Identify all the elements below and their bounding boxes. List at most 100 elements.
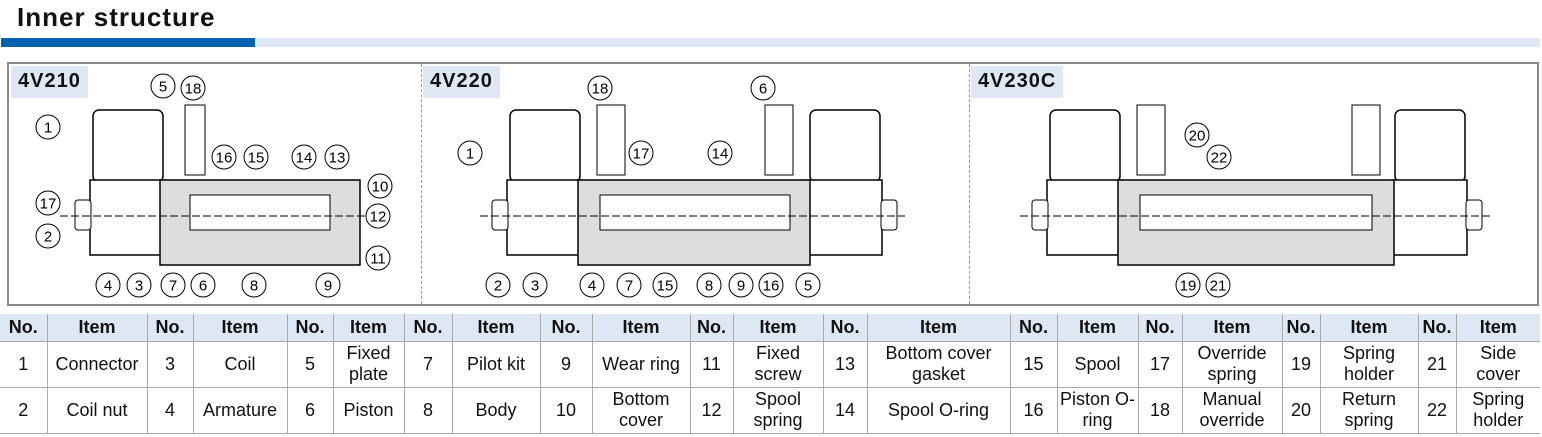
part-number: 10 (539, 387, 592, 434)
callout-number: 7 (616, 272, 642, 298)
model-label-4v220: 4V220 (423, 66, 500, 98)
callout-label: 9 (324, 278, 332, 295)
callout-label: 1 (466, 146, 474, 163)
callout-circle (315, 272, 341, 298)
part-name: Spool spring (732, 387, 823, 434)
valve-drawing-4v220 (480, 104, 905, 266)
callout-number: 15 (652, 272, 678, 298)
callout-label: 1 (44, 120, 52, 137)
callout-circle (616, 272, 642, 298)
callout-circle (367, 173, 393, 199)
part-number: 1 (0, 341, 47, 388)
callout-number: 4 (95, 272, 121, 298)
callout-circle (587, 75, 613, 101)
divider (421, 64, 422, 304)
callout-label: 11 (370, 251, 386, 268)
callout-label: 18 (185, 81, 202, 98)
part-number: 18 (1137, 387, 1182, 434)
part-name: Bottom cover gasket (866, 341, 1010, 388)
callout-label: 17 (40, 196, 57, 213)
part-number: 3 (146, 341, 193, 388)
part-name: Spool O-ring (866, 387, 1010, 434)
part-name: Piston O-ring (1056, 387, 1138, 434)
callout-circle (365, 203, 391, 229)
part-number: 11 (689, 341, 733, 388)
part-number: 20 (1281, 387, 1320, 434)
callout-number: 5 (795, 272, 821, 298)
callout-number: 20 (1184, 122, 1210, 148)
callout-label: 5 (804, 278, 812, 295)
part-name: Side cover (1455, 341, 1540, 388)
callout-label: 12 (370, 209, 387, 226)
header-no: No. (0, 314, 47, 342)
callout-circle (1205, 272, 1231, 298)
part-number: 9 (539, 341, 592, 388)
callout-number: 7 (160, 272, 186, 298)
callout-number: 18 (180, 75, 206, 101)
part-number: 6 (286, 387, 333, 434)
part-name: Spring holder (1455, 387, 1540, 434)
header-no: No. (286, 314, 333, 342)
header-item: Item (591, 314, 690, 342)
diagram-panel: 4V210 4V220 4V230C (7, 62, 1539, 306)
callout-circle (324, 144, 350, 170)
callout-label: 10 (372, 179, 389, 196)
part-name: Coil nut (46, 387, 147, 434)
callout-circle (707, 140, 733, 166)
part-number: 21 (1417, 341, 1456, 388)
header-no: No. (403, 314, 452, 342)
callout-circle (190, 272, 216, 298)
callout-number: 9 (315, 272, 341, 298)
callout-label: 6 (759, 81, 767, 98)
header-item: Item (451, 314, 540, 342)
header-item: Item (732, 314, 823, 342)
part-number: 22 (1417, 387, 1456, 434)
header-no: No. (1417, 314, 1456, 342)
header-item: Item (46, 314, 147, 342)
part-number: 17 (1137, 341, 1182, 388)
callout-number: 8 (241, 272, 267, 298)
callout-circle (522, 272, 548, 298)
callout-circle (211, 144, 237, 170)
callout-number: 15 (243, 144, 269, 170)
callout-number: 4 (579, 272, 605, 298)
part-name: Wear ring (591, 341, 690, 388)
callout-number: 1 (35, 114, 61, 140)
callout-label: 19 (1180, 278, 1197, 295)
part-name: Manual override (1181, 387, 1282, 434)
callout-label: 16 (216, 150, 233, 167)
valve-drawing-4v230c (1020, 104, 1490, 266)
callout-label: 4 (588, 278, 596, 295)
callout-circle (485, 272, 511, 298)
title-underline-accent (1, 38, 255, 47)
header-item: Item (1319, 314, 1418, 342)
part-number: 19 (1281, 341, 1320, 388)
part-name: Override spring (1181, 341, 1282, 388)
callout-label: 8 (705, 278, 713, 295)
header-no: No. (1137, 314, 1182, 342)
part-number: 16 (1009, 387, 1057, 434)
callout-number: 11 (365, 245, 391, 271)
callout-number: 10 (367, 173, 393, 199)
part-name: Piston (332, 387, 404, 434)
callout-circle (160, 272, 186, 298)
callout-number: 3 (126, 272, 152, 298)
callout-number: 17 (628, 140, 654, 166)
callout-label: 3 (135, 278, 143, 295)
callout-label: 14 (712, 146, 729, 163)
header-item: Item (866, 314, 1010, 342)
header-no: No. (822, 314, 867, 342)
header-no: No. (1009, 314, 1057, 342)
callout-number: 12 (365, 203, 391, 229)
part-name: Pilot kit (451, 341, 540, 388)
part-name: Fixed screw (732, 341, 823, 388)
page-title: Inner structure (17, 2, 216, 32)
callout-number: 5 (150, 73, 176, 99)
callout-circle (1206, 144, 1232, 170)
callout-label: 5 (159, 79, 167, 96)
callout-circle (579, 272, 605, 298)
model-label-4v230c: 4V230C (971, 66, 1064, 98)
